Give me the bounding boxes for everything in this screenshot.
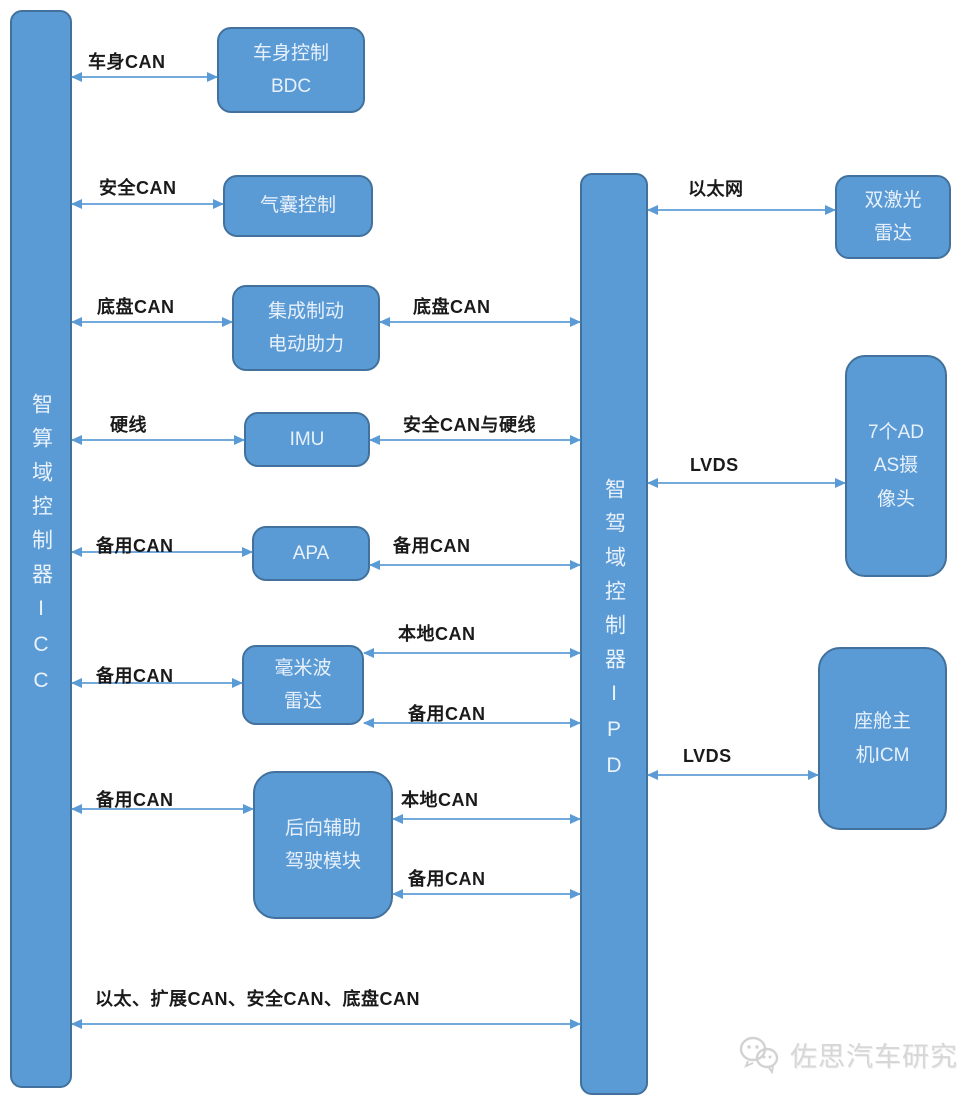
node-bdc-line1: 车身控制	[252, 42, 329, 64]
edge-icc-airbag-arrow	[71, 199, 224, 209]
wechat-icon	[738, 1034, 782, 1075]
node-rear-assist-line2: 驾驶模块	[284, 851, 361, 872]
edge-radar-ipd-local-arrow	[363, 648, 581, 658]
ipd-label: 智驾域控制器IPD	[602, 478, 626, 790]
edge-brake-ipd-label: 底盘CAN	[413, 297, 491, 317]
node-cockpit-icm: 座舱主 机ICM	[818, 647, 947, 830]
edge-ipd-lidar-arrow	[647, 205, 836, 215]
edge-icc-radar-label: 备用CAN	[96, 666, 174, 686]
edge-radar-ipd-local-label: 本地CAN	[398, 624, 476, 644]
node-airbag-line1: 气囊控制	[259, 195, 336, 217]
node-adas-cameras: 7个AD AS摄 像头	[845, 355, 947, 577]
edge-rear-ipd-local-label: 本地CAN	[401, 790, 479, 810]
edge-icc-imu-arrow	[71, 435, 245, 445]
edge-icc-apa-label: 备用CAN	[96, 536, 174, 556]
edge-radar-ipd-backup-arrow	[363, 718, 581, 728]
node-brake-line2: 电动助力	[267, 334, 344, 355]
node-mmw-radar-line2: 雷达	[283, 691, 322, 712]
node-adas-cameras-line3: 像头	[876, 488, 915, 510]
edge-icc-airbag-label: 安全CAN	[99, 178, 177, 198]
node-apa-line1: APA	[292, 542, 330, 564]
node-rear-assist: 后向辅助 驾驶模块	[253, 771, 393, 919]
edge-imu-ipd-arrow	[369, 435, 581, 445]
edge-icc-bdc-label: 车身CAN	[88, 52, 166, 72]
node-bdc: 车身控制 BDC	[217, 27, 365, 113]
icc-label: 智算域控制器ICC	[29, 393, 53, 705]
node-cockpit-icm-line1: 座舱主	[853, 711, 911, 733]
node-dual-lidar-line2: 雷达	[873, 223, 912, 244]
edge-icc-apa-arrow	[71, 547, 253, 557]
edge-rear-ipd-backup-label: 备用CAN	[408, 869, 486, 889]
edge-rear-ipd-backup-arrow	[392, 889, 581, 899]
edge-icc-ipd-trunk-label: 以太、扩展CAN、安全CAN、底盘CAN	[95, 989, 420, 1009]
edge-apa-ipd-arrow	[369, 560, 581, 570]
edge-apa-ipd-label: 备用CAN	[393, 536, 471, 556]
edge-ipd-cockpit-label: LVDS	[683, 746, 732, 766]
icc-domain-controller-bar: 智算域控制器ICC	[10, 10, 72, 1088]
node-mmw-radar: 毫米波 雷达	[242, 645, 364, 725]
edge-ipd-cameras-label: LVDS	[690, 455, 739, 475]
node-dual-lidar-line1: 双激光	[864, 189, 922, 211]
edge-icc-radar-arrow	[71, 678, 243, 688]
edge-icc-bdc-arrow	[71, 72, 218, 82]
edge-icc-rear-label: 备用CAN	[96, 790, 174, 810]
node-apa: APA	[252, 526, 370, 581]
edge-ipd-lidar-label: 以太网	[688, 179, 744, 199]
edge-ipd-cameras-arrow	[647, 478, 846, 488]
watermark-text: 佐思汽车研究	[790, 1041, 958, 1072]
node-mmw-radar-line1: 毫米波	[274, 657, 332, 679]
node-brake-line1: 集成制动	[267, 300, 344, 322]
edge-rear-ipd-local-arrow	[392, 814, 581, 824]
edge-radar-ipd-backup-label: 备用CAN	[408, 704, 486, 724]
ipd-domain-controller-bar: 智驾域控制器IPD	[580, 173, 648, 1095]
edge-icc-ipd-trunk-arrow	[71, 1019, 581, 1029]
node-adas-cameras-line2: AS摄	[873, 455, 919, 477]
node-imu: IMU	[244, 412, 370, 467]
edge-imu-ipd-label: 安全CAN与硬线	[403, 415, 536, 435]
edge-ipd-cockpit-arrow	[647, 770, 819, 780]
node-imu-line1: IMU	[289, 428, 325, 450]
node-cockpit-icm-line2: 机ICM	[855, 744, 910, 766]
watermark: 佐思汽车研究	[738, 1034, 958, 1075]
node-dual-lidar: 双激光 雷达	[835, 175, 951, 259]
edge-icc-rear-arrow	[71, 804, 254, 814]
edge-brake-ipd-arrow	[379, 317, 581, 327]
node-bdc-line2: BDC	[270, 76, 312, 97]
edge-icc-brake-label: 底盘CAN	[97, 297, 175, 317]
node-rear-assist-line1: 后向辅助	[284, 817, 361, 839]
node-brake: 集成制动 电动助力	[232, 285, 380, 371]
node-airbag: 气囊控制	[223, 175, 373, 237]
edge-icc-brake-arrow	[71, 317, 233, 327]
node-adas-cameras-line1: 7个AD	[868, 422, 924, 444]
edge-icc-imu-label: 硬线	[110, 415, 147, 435]
